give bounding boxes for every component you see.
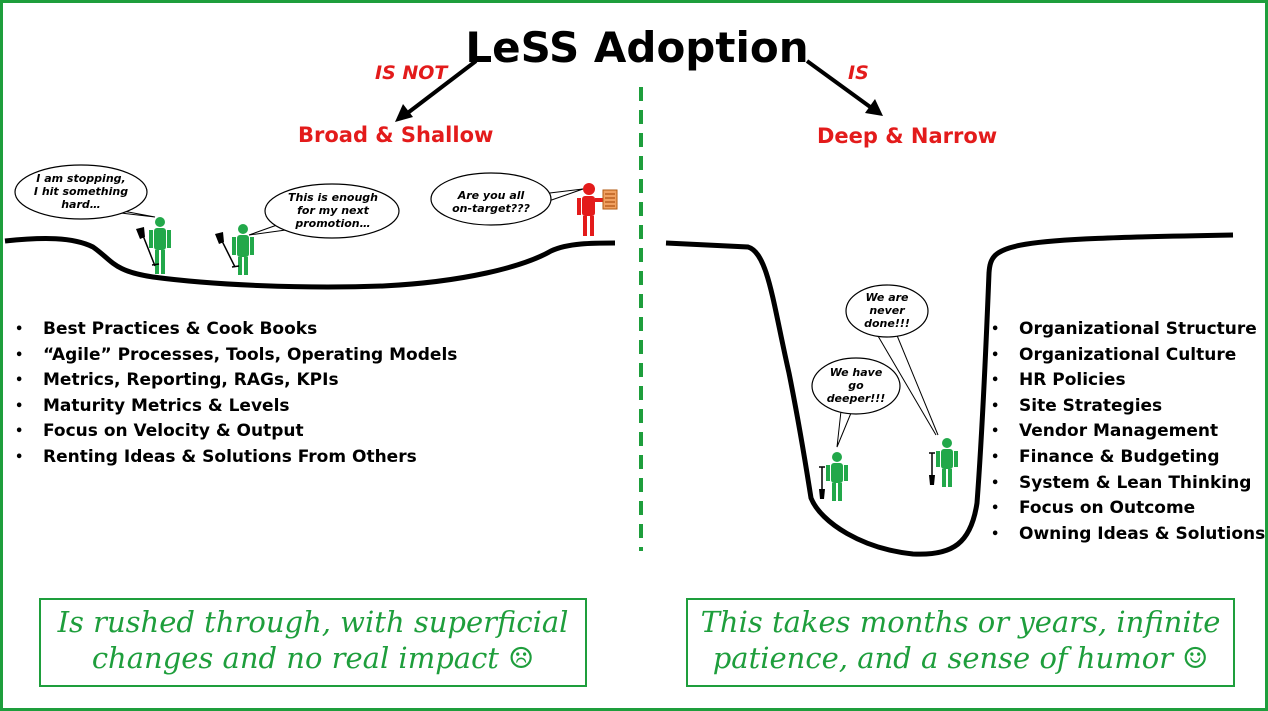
digger-figure-1 bbox=[136, 217, 171, 274]
list-item: System & Lean Thinking bbox=[989, 471, 1265, 497]
deep-digger-figure-2 bbox=[929, 438, 958, 487]
broad-shallow-list: Best Practices & Cook Books “Agile” Proc… bbox=[13, 317, 457, 471]
list-item: Focus on Outcome bbox=[989, 496, 1265, 522]
list-item: Organizational Culture bbox=[989, 343, 1265, 369]
list-item: Focus on Velocity & Output bbox=[13, 419, 457, 445]
list-item: Site Strategies bbox=[989, 394, 1265, 420]
deep-narrow-list: Organizational Structure Organizational … bbox=[989, 317, 1265, 547]
is-not-label: IS NOT bbox=[375, 62, 448, 84]
left-conclusion-box: Is rushed through, with superficial chan… bbox=[39, 598, 587, 687]
right-conclusion-box: This takes months or years, infinite pat… bbox=[686, 598, 1235, 687]
list-item: HR Policies bbox=[989, 368, 1265, 394]
bubble-stopping-shape bbox=[14, 164, 156, 220]
right-conclusion-line-2: patience, and a sense of humor ☺ bbox=[712, 641, 1209, 675]
right-conclusion-line-1: This takes months or years, infinite bbox=[700, 605, 1221, 639]
shallow-ground-line bbox=[4, 236, 616, 290]
digger-figure-2 bbox=[215, 224, 254, 275]
list-item: Vendor Management bbox=[989, 419, 1265, 445]
list-item: Finance & Budgeting bbox=[989, 445, 1265, 471]
bubble-never-done-shape bbox=[845, 284, 939, 436]
list-item: Organizational Structure bbox=[989, 317, 1265, 343]
arrow-is-not bbox=[395, 59, 478, 122]
list-item: Best Practices & Cook Books bbox=[13, 317, 457, 343]
list-item: Renting Ideas & Solutions From Others bbox=[13, 445, 457, 471]
right-heading: Deep & Narrow bbox=[817, 124, 998, 148]
left-conclusion-line-1: Is rushed through, with superficial bbox=[57, 605, 569, 639]
arrow-is bbox=[805, 59, 883, 116]
bubble-enough-shape bbox=[248, 183, 400, 239]
list-item: Owning Ideas & Solutions bbox=[989, 522, 1265, 548]
manager-figure-red bbox=[577, 183, 603, 236]
is-label: IS bbox=[848, 62, 869, 84]
left-conclusion-line-2: changes and no real impact ☹ bbox=[91, 641, 535, 675]
list-item: “Agile” Processes, Tools, Operating Mode… bbox=[13, 343, 457, 369]
left-heading: Broad & Shallow bbox=[298, 123, 494, 147]
list-item: Metrics, Reporting, RAGs, KPIs bbox=[13, 368, 457, 394]
deep-trench-line bbox=[665, 232, 1234, 557]
page-title: LeSS Adoption bbox=[465, 23, 809, 72]
report-sheet-icon bbox=[602, 189, 618, 210]
bubble-go-deeper-shape bbox=[811, 357, 901, 448]
diagram-artwork bbox=[4, 59, 1234, 557]
list-item: Maturity Metrics & Levels bbox=[13, 394, 457, 420]
deep-digger-figure-1 bbox=[819, 452, 848, 501]
